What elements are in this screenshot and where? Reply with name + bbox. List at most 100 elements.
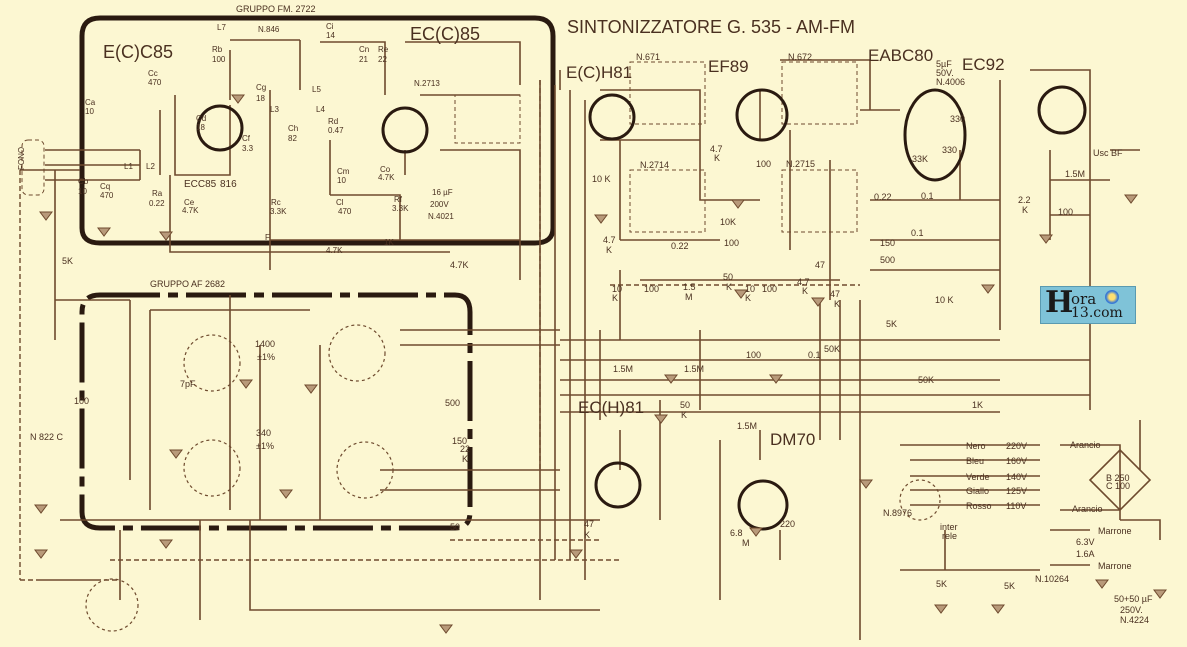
indicator-part-label: M xyxy=(742,538,750,548)
af-part-label: 340 xyxy=(256,428,271,438)
fm-part-label: Rf xyxy=(394,195,403,204)
if-part-label: 50 xyxy=(723,272,733,282)
indicator-part-label: 1.5M xyxy=(613,364,633,374)
fm-part-label: F xyxy=(265,233,270,242)
if-part-label: K xyxy=(714,153,720,163)
if-part-label: 50K xyxy=(824,344,840,354)
fm-part-label: L3 xyxy=(270,105,279,114)
tube-ef89 xyxy=(735,88,789,142)
tube-label: DM70 xyxy=(770,430,815,449)
af-group-shield xyxy=(79,292,473,531)
tap-voltage-label: 160V xyxy=(1006,456,1027,466)
fm-part-label: Cq xyxy=(100,182,110,191)
if-part-label: N.671 xyxy=(636,52,660,62)
fm-part-label: 10 xyxy=(85,107,94,116)
if-part-label: 1.5 xyxy=(683,282,696,292)
fm-part-label: 1K xyxy=(384,238,394,247)
if-part-label: 0.1 xyxy=(911,228,924,238)
fm-part-label: L2 xyxy=(146,162,155,171)
tap-color-label: Verde xyxy=(966,472,990,482)
if-part-label: 47 xyxy=(815,260,825,270)
fm-part-label: L4 xyxy=(316,105,325,114)
fm-part-label: FONO xyxy=(17,147,26,170)
fm-part-label: Cn xyxy=(359,45,369,54)
indicator-part-label: 6.8 xyxy=(730,528,743,538)
indicator-part-label: 1.5M xyxy=(737,421,757,431)
indicator-part-label: K xyxy=(681,410,687,420)
bridge-rectifier xyxy=(1088,448,1152,512)
fm-group-shield xyxy=(79,15,556,246)
if-part-label: K xyxy=(612,293,618,303)
power-part-label: inter xyxy=(940,522,958,532)
tubes xyxy=(196,85,1087,531)
if-part-label: K xyxy=(606,245,612,255)
fm-part-label: Cl xyxy=(336,198,344,207)
af-part-label: 50 xyxy=(450,522,460,532)
if-part-label: 47 xyxy=(830,289,840,299)
if-part-label: K xyxy=(745,293,751,303)
power-part-label: N.8976 xyxy=(883,508,912,518)
wiring xyxy=(19,39,1161,640)
if-part-label: 10 K xyxy=(592,174,611,184)
tube-label: ECC85 xyxy=(184,179,217,190)
watermark-logo: H ora 13.com xyxy=(1040,285,1136,324)
if-part-label: 500 xyxy=(880,255,895,265)
fm-part-label: Rd xyxy=(328,117,338,126)
if-part-label: 50V. xyxy=(936,68,954,78)
fm-part-label: L1 xyxy=(124,162,133,171)
if-part-label: 100 xyxy=(746,350,761,360)
power-part-label: Marrone xyxy=(1098,561,1132,571)
if-part-label: 330 xyxy=(942,145,957,155)
tap-voltage-label: 110V xyxy=(1006,501,1026,511)
globe-icon xyxy=(1105,290,1119,304)
logo-domain: 13.com xyxy=(1071,305,1123,321)
logo-text: ora xyxy=(1071,290,1097,308)
if-part-label: N.2714 xyxy=(640,160,669,170)
power-part-label: rele xyxy=(942,531,957,541)
fm-part-label: 3.3K xyxy=(392,204,409,213)
tap-voltage-label: 125V xyxy=(1006,486,1027,496)
tube-ecc85-a xyxy=(196,104,244,152)
schematic-title: SINTONIZZATORE G. 535 - AM-FM xyxy=(567,17,855,37)
fm-part-label: Ch xyxy=(288,124,298,133)
fm-part-label: Ra xyxy=(152,189,163,198)
if-part-label: N.4006 xyxy=(936,77,965,87)
indicator-part-label: 1.5M xyxy=(684,364,704,374)
logo-initial: H xyxy=(1045,285,1074,320)
tap-voltage-label: 140V xyxy=(1006,472,1027,482)
fm-part-label: 16 µF xyxy=(432,188,453,197)
if-part-label: K xyxy=(1022,205,1028,215)
if-part-label: 10K xyxy=(720,217,736,227)
tap-voltage-label: 220V xyxy=(1006,441,1027,451)
tube-ech81 xyxy=(588,93,636,141)
if-part-label: 4.7 xyxy=(797,277,810,287)
power-part-label: Marrone xyxy=(1098,526,1132,536)
if-part-label: 100 xyxy=(644,284,659,294)
if-part-label: 10 xyxy=(612,284,622,294)
fm-part-label: Cf xyxy=(242,134,251,143)
fm-part-label: L5 xyxy=(312,85,321,94)
fm-part-label: 10 xyxy=(78,187,87,196)
fm-part-label: 100 xyxy=(212,55,226,64)
if-part-label: 5µF xyxy=(936,59,952,69)
fm-part-label: 21 xyxy=(359,55,368,64)
if-part-label: 0.1 xyxy=(921,191,934,201)
fm-part-label: 14 xyxy=(326,31,335,40)
if-part-label: K xyxy=(726,282,732,292)
fm-part-label: 470 xyxy=(100,191,114,200)
af-part-label: K xyxy=(584,530,590,540)
fm-part-label: Re xyxy=(378,45,389,54)
fm-group-label: GRUPPO FM. 2722 xyxy=(236,4,316,14)
fm-part-label: N.2713 xyxy=(414,79,440,88)
if-part-label: 100 xyxy=(1058,207,1073,217)
if-part-label: 150 xyxy=(880,238,895,248)
tube-label: E(C)H81 xyxy=(566,63,632,82)
af-part-label: ±1% xyxy=(256,441,274,451)
af-group-label: GRUPPO AF 2682 xyxy=(150,279,225,289)
af-part-label: 100 xyxy=(74,396,89,406)
fm-part-label: 200V xyxy=(430,200,449,209)
fm-part-label: Ce xyxy=(184,198,195,207)
tube-ecc85-b xyxy=(381,106,429,154)
fm-part-label: 3.3K xyxy=(270,207,287,216)
